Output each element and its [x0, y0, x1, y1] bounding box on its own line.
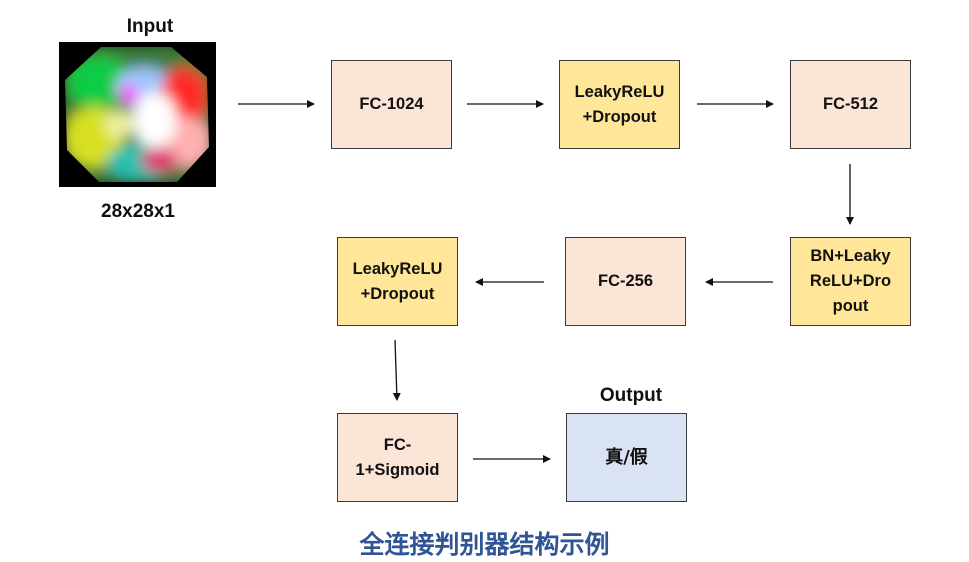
input-image: [59, 42, 216, 187]
arrow-act2-to-fc1: [392, 339, 401, 401]
output-real-fake: 真/假: [566, 413, 687, 502]
fc-256-layer: FC-256: [565, 237, 686, 326]
fc-512-layer: FC-512: [790, 60, 911, 149]
input-title: Input: [126, 16, 174, 37]
input-shape-label: 28x28x1: [101, 201, 175, 222]
leakyrelu-dropout-layer-2: LeakyReLU +Dropout: [337, 237, 458, 326]
leakyrelu-dropout-layer-1: LeakyReLU +Dropout: [559, 60, 680, 149]
fc-1-sigmoid-layer: FC- 1+Sigmoid: [337, 413, 458, 502]
fc-1024-layer: FC-1024: [331, 60, 452, 149]
diagram-caption: 全连接判别器结构示例: [359, 530, 610, 559]
bn-leakyrelu-dropout-layer: BN+Leaky ReLU+Dro pout: [790, 237, 911, 326]
output-title: Output: [599, 385, 663, 406]
